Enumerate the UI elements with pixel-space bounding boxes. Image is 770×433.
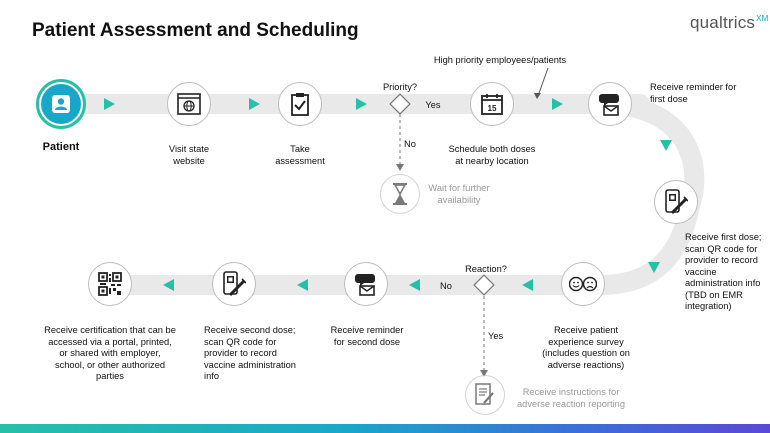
flow-arrow-left bbox=[297, 279, 308, 291]
second-dose-label: Receive second dose; scan QR code for pr… bbox=[204, 325, 296, 381]
chat-mail-icon bbox=[354, 272, 378, 296]
wait-availability-label: Wait for further availability bbox=[428, 183, 490, 205]
take-assessment-node bbox=[278, 82, 322, 126]
wait-availability-node bbox=[380, 174, 420, 214]
reaction-decision-diamond bbox=[473, 274, 495, 296]
schedule-doses-label: Schedule both doses at nearby location bbox=[448, 144, 536, 166]
visit-website-label: Visit state website bbox=[168, 144, 210, 166]
priority-yes-label: Yes bbox=[425, 100, 441, 110]
flow-arrow-right bbox=[356, 98, 367, 110]
flow-arrow-left bbox=[522, 279, 533, 291]
instructions-label: Receive instructions for adverse reactio… bbox=[516, 387, 625, 409]
survey-node bbox=[561, 262, 605, 306]
flow-arrow-down bbox=[648, 262, 660, 273]
reminder-first-dose-node bbox=[588, 82, 632, 126]
reminder-second-dose-node bbox=[344, 262, 388, 306]
flow-arrow-right bbox=[552, 98, 563, 110]
logo-text: qualtrics bbox=[690, 13, 756, 32]
first-dose-node bbox=[654, 180, 698, 224]
flow-arrow-left bbox=[163, 279, 174, 291]
flow-arrow-right bbox=[249, 98, 260, 110]
chat-mail-icon bbox=[598, 92, 622, 116]
reaction-yes-label: Yes bbox=[488, 331, 504, 341]
footer-gradient-bar bbox=[0, 424, 770, 433]
person-icon bbox=[41, 84, 81, 124]
clipboard-check-icon bbox=[290, 92, 310, 116]
page-title: Patient Assessment and Scheduling bbox=[32, 20, 359, 41]
brand-logo: qualtricsXM bbox=[690, 13, 769, 33]
svg-text:15: 15 bbox=[488, 104, 497, 113]
qr-code-icon bbox=[98, 272, 122, 296]
reaction-label: Reaction? bbox=[465, 264, 507, 274]
phone-qr-syringe-icon bbox=[664, 189, 688, 215]
schedule-doses-node: 15 bbox=[470, 82, 514, 126]
reminder-second-dose-label: Receive reminder for second dose bbox=[330, 325, 404, 347]
instructions-node bbox=[465, 375, 505, 415]
first-dose-label: Receive first dose; scan QR code for pro… bbox=[685, 232, 762, 311]
patient-node bbox=[36, 79, 86, 129]
hourglass-icon bbox=[391, 183, 409, 205]
document-pen-icon bbox=[475, 383, 495, 407]
flow-arrow-right bbox=[104, 98, 115, 110]
priority-no-label: No bbox=[404, 139, 416, 149]
second-dose-node bbox=[212, 262, 256, 306]
browser-globe-icon bbox=[177, 93, 201, 115]
phone-qr-syringe-icon bbox=[222, 271, 246, 297]
logo-suffix: XM bbox=[756, 14, 769, 24]
survey-label: Receive patient experience survey (inclu… bbox=[542, 325, 630, 370]
calendar-icon: 15 bbox=[481, 93, 503, 115]
reminder-first-dose-label: Receive reminder for first dose bbox=[650, 82, 737, 104]
flow-arrow-down bbox=[660, 140, 672, 151]
priority-label: Priority? bbox=[382, 82, 418, 92]
reaction-no-label: No bbox=[440, 281, 452, 291]
high-priority-note: High priority employees/patients bbox=[433, 55, 567, 65]
priority-decision-diamond bbox=[389, 93, 411, 115]
certification-node bbox=[88, 262, 132, 306]
take-assessment-label: Take assessment bbox=[275, 144, 325, 166]
certification-label: Receive certification that can be access… bbox=[44, 325, 176, 381]
faces-icon bbox=[569, 276, 597, 292]
patient-label: Patient bbox=[42, 141, 80, 153]
visit-website-node bbox=[167, 82, 211, 126]
flow-arrow-left bbox=[409, 279, 420, 291]
